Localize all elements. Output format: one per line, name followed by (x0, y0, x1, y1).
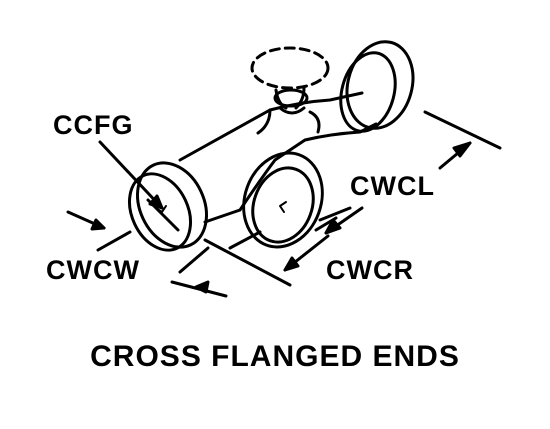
ccfg-leader (98, 140, 164, 210)
main-tube (178, 91, 378, 224)
cwcw-dimension (66, 210, 228, 298)
top-branch (250, 46, 330, 115)
flange-right-back (339, 40, 415, 133)
cwcl-dimension (318, 110, 502, 235)
label-cwcw: CWCW (46, 255, 140, 285)
phantom-flange-top (250, 46, 330, 90)
flange-left (128, 161, 208, 252)
diagram-caption: CROSS FLANGED ENDS (90, 340, 460, 373)
label-cwcl: CWCL (350, 171, 435, 201)
label-cwcr: CWCR (326, 255, 414, 285)
flange-front-right (242, 151, 324, 249)
label-ccfg: CCFG (53, 110, 134, 140)
cwcr-dimension (203, 216, 338, 287)
